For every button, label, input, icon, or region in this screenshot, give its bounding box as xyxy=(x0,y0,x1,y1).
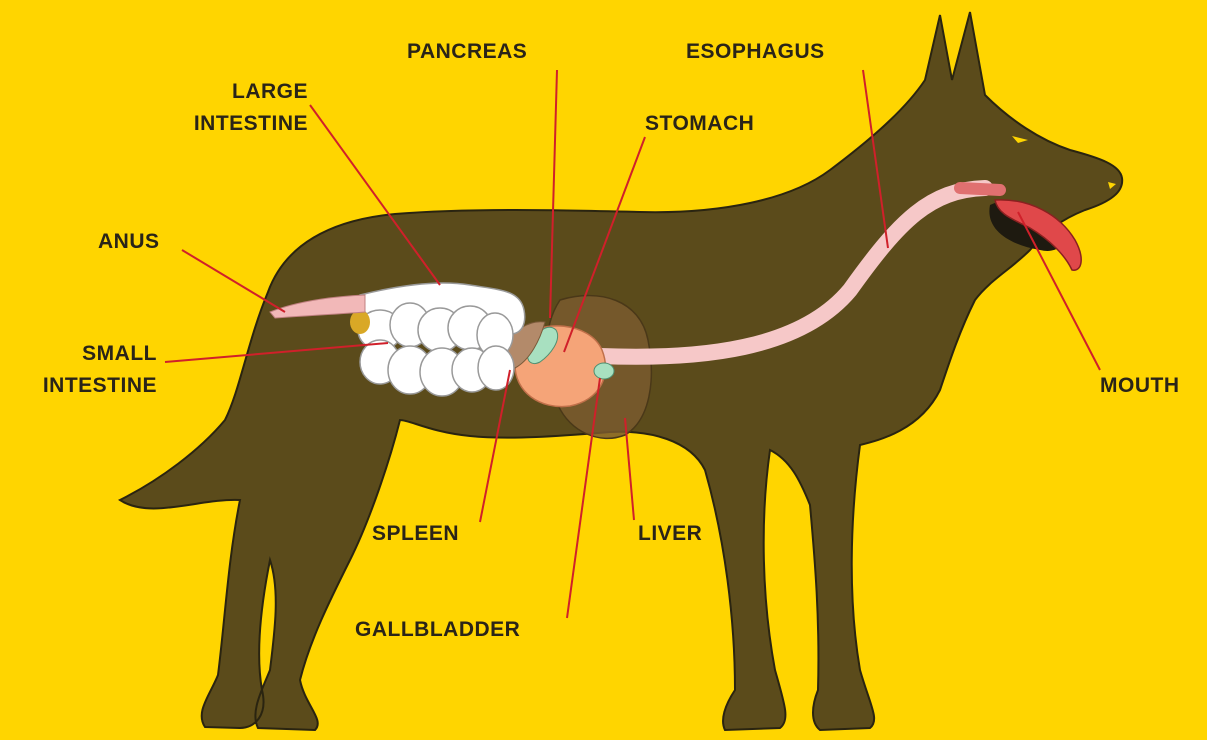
label-liver: LIVER xyxy=(638,520,702,548)
label-large-intestine-line1: LARGE xyxy=(190,78,308,106)
gallbladder-organ xyxy=(594,363,614,379)
label-stomach: STOMACH xyxy=(645,110,754,138)
label-large-intestine-line2: INTESTINE xyxy=(160,110,308,138)
label-mouth: MOUTH xyxy=(1100,372,1180,400)
leader-line-liver xyxy=(625,418,634,520)
label-esophagus: ESOPHAGUS xyxy=(686,38,825,66)
label-small-intestine-line2: INTESTINE xyxy=(8,372,157,400)
label-gallbladder: GALLBLADDER xyxy=(355,616,520,644)
label-anus: ANUS xyxy=(98,228,160,256)
label-small-intestine-line1: SMALL xyxy=(40,340,157,368)
label-spleen: SPLEEN xyxy=(372,520,459,548)
small-intestine-organ xyxy=(358,303,514,396)
esophagus-mouth-end xyxy=(960,188,1000,190)
label-pancreas: PANCREAS xyxy=(407,38,527,66)
cecum-organ xyxy=(350,310,370,334)
leader-line-anus xyxy=(182,250,285,312)
